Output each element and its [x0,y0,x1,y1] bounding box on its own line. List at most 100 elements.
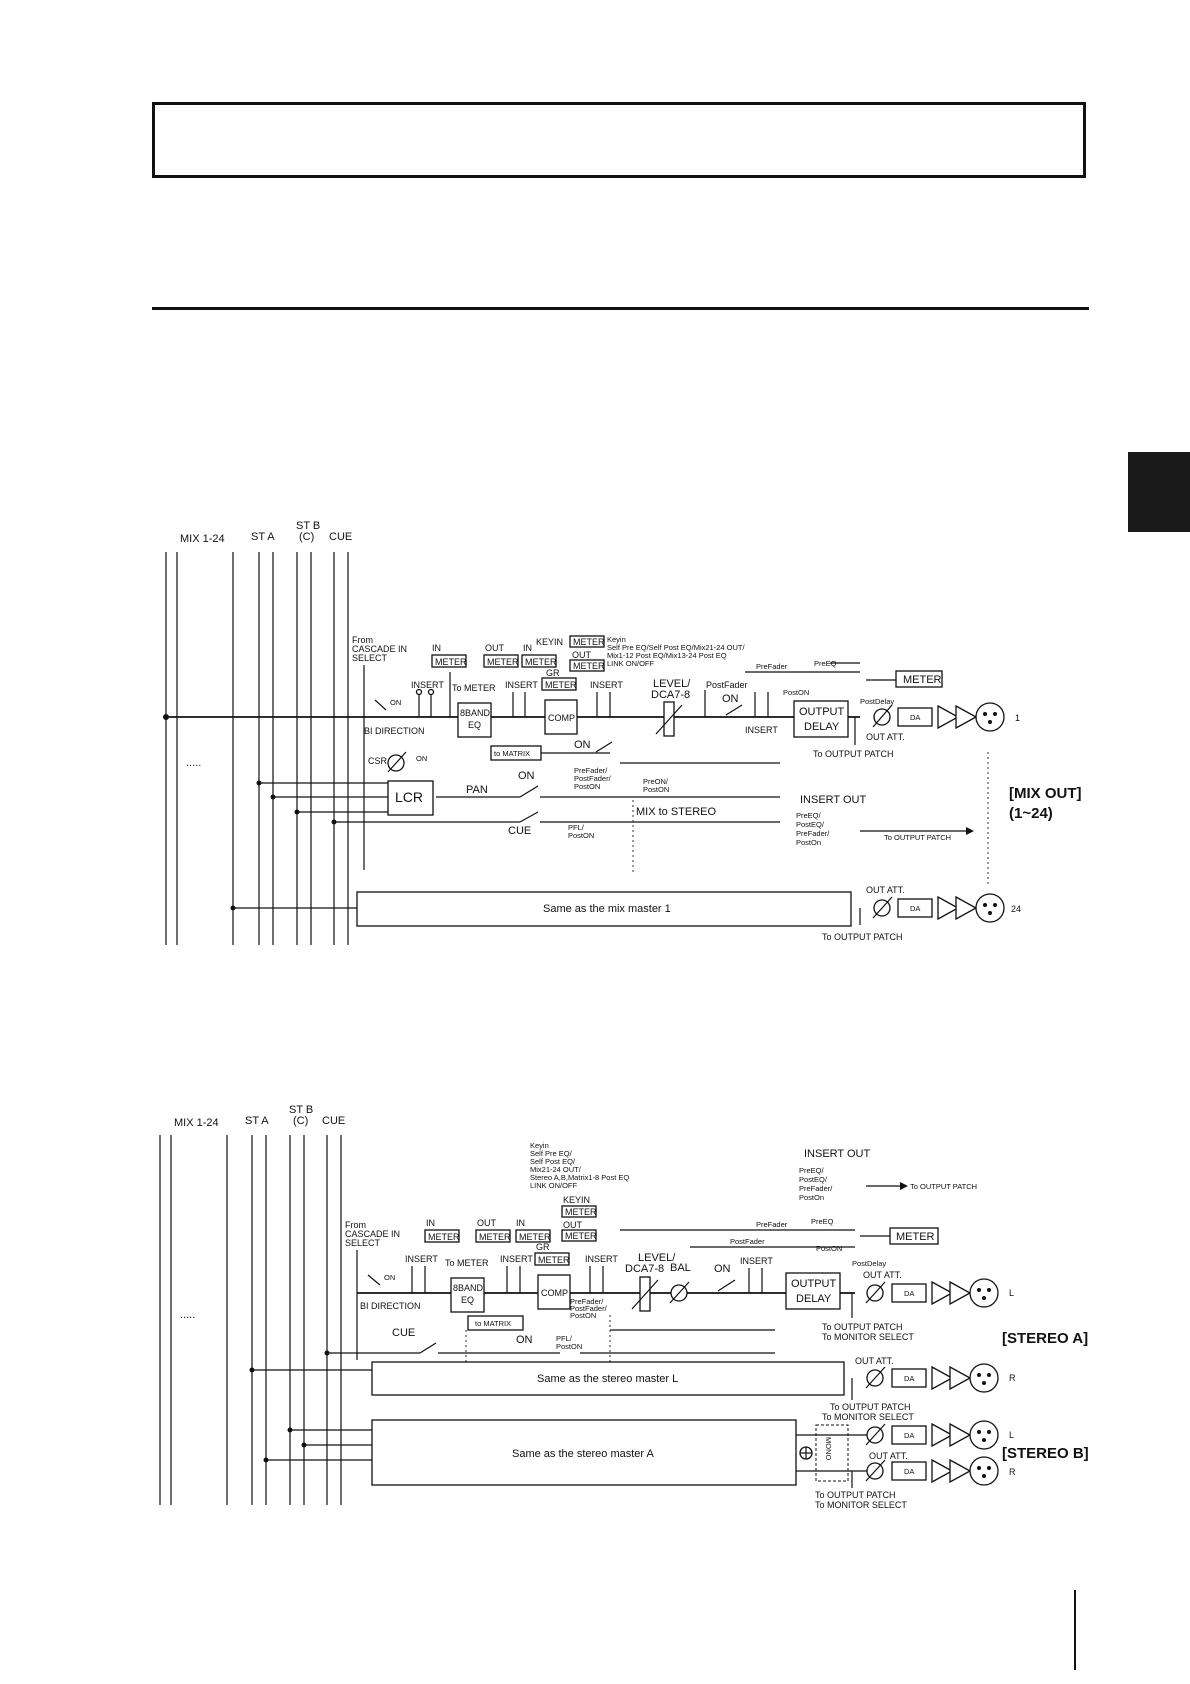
eq-label-1: 8BAND [460,708,491,718]
st-master-r-block [371,1361,845,1396]
mix-to-stereo-label: MIX to STEREO [636,806,717,818]
st-pfl-2: PostON [556,1342,582,1351]
st-cascade-on: ON [384,1273,395,1282]
bi-direction: BI DIRECTION [364,726,425,736]
st-output-delay-2: DELAY [796,1293,832,1305]
level-label-1: LEVEL/ [653,678,691,690]
mix-master-block-diagram: MIX 1-24 ST A ST B (C) CUE ..... From CA… [163,520,1082,945]
out-att-24-label: OUT ATT. [866,885,905,895]
lcr-block [387,780,434,816]
st-patch-a-2: To MONITOR SELECT [822,1332,914,1342]
eq-label-2: EQ [468,720,481,730]
insert-out-src-1: PreEQ/ [796,811,822,820]
st-bi-direction: BI DIRECTION [360,1301,421,1311]
out-att-label: OUT ATT. [866,732,905,742]
bus-taps [256,780,520,825]
keyin-text-3: Mix1-12 Post EQ/Mix13-24 Post EQ [607,651,727,660]
channel-on-label: ON [722,693,739,705]
st-patch-ar-2: To MONITOR SELECT [822,1412,914,1422]
keyin-text-4: LINK ON/OFF [607,659,655,668]
out-number-1: 1 [1015,713,1020,723]
same-as-stereo-a: Same as the stereo master A [512,1448,655,1460]
meter-big-box [895,670,943,688]
st-meter-big-label: METER [896,1231,935,1243]
st-eq-1: 8BAND [453,1283,484,1293]
st-master-b-block [371,1419,797,1486]
comp-label: COMP [548,713,575,723]
st-to-matrix-box [467,1315,524,1331]
insert-out-patch: To OUTPUT PATCH [884,833,951,842]
st-comp-label: COMP [541,1288,568,1298]
poston-tap: PostON [783,688,809,697]
bus-lines [165,552,349,945]
pfl-2: PostON [568,831,594,840]
st-out-att-l-label: OUT ATT. [863,1270,902,1280]
st-keyin-text-2: Self Pre EQ/ [530,1149,573,1158]
pan-label: PAN [466,784,488,796]
bus-label-cue: CUE [329,531,352,543]
insert-out-src-4: PostOn [796,838,821,847]
insert-out-src-2: PostEQ/ [796,820,825,829]
comp-block [544,699,578,735]
st-to-meter: To METER [445,1258,489,1268]
stereo-on-label: ON [518,770,535,782]
keyin-text-1: Keyin [607,635,626,644]
stereo-master-block-diagram: MIX 1-24 ST A ST B (C) CUE ..... Keyin S… [159,1104,1089,1510]
st-insert-out-src-1: PreEQ/ [799,1166,825,1175]
cascade-on: ON [390,698,401,707]
st-da-b-r: DA [904,1467,914,1476]
out-meter-label: OUT [485,643,505,653]
preeq-tap: PreEQ [814,659,837,668]
st-matrix-src-1: PreFader/ [570,1297,604,1306]
insert-4-label: INSERT [745,725,778,735]
in-meter-2-box: METER [525,657,557,667]
matrix-src-3: PostON [574,782,600,791]
insert-1-label: INSERT [411,680,444,690]
in-meter-label: IN [432,643,441,653]
st-bus-label-cue: CUE [322,1115,345,1127]
st-out-label: OUT [477,1218,497,1228]
st-insert-out-patch: To OUTPUT PATCH [910,1182,977,1191]
bus-label-stb-c: (C) [299,531,314,543]
st-da-l: DA [904,1289,914,1298]
to-meter-label: To METER [452,683,496,693]
same-as-stereo-l: Same as the stereo master L [537,1373,678,1385]
to-matrix-label: to MATRIX [494,749,530,758]
pre-on-2: PostON [643,785,669,794]
mono-label: MONO [824,1437,833,1460]
st-insert-3: INSERT [585,1254,618,1264]
comp-out-label: OUT [572,650,592,660]
st-keyin-text-5: Stereo A,B,Matrix1-8 Post EQ [530,1173,629,1182]
st-insert-out-src-4: PostOn [799,1193,824,1202]
st-insert-2: INSERT [500,1254,533,1264]
st-keyin-text-1: Keyin [530,1141,549,1150]
page-edge-mark [1074,1590,1076,1670]
st-cascade-3: SELECT [345,1238,381,1248]
st-xlr-a-r [969,1363,999,1393]
csr-on: ON [416,754,427,763]
insert-3-label: INSERT [590,680,623,690]
st-patch-a-1: To OUTPUT PATCH [822,1322,903,1332]
st-insert-4: INSERT [740,1256,773,1266]
st-bus-lines [159,1135,342,1505]
gr-label: GR [546,668,560,678]
st-bus-label-sta: ST A [245,1115,269,1127]
st-xlr-b-r [969,1456,999,1486]
da-label: DA [910,713,920,722]
keyin-label: KEYIN [536,637,563,647]
da-block [897,707,933,727]
output-delay-block [793,700,849,738]
st-a-l-label: L [1009,1288,1014,1298]
st-patch-ar-1: To OUTPUT PATCH [830,1402,911,1412]
st-comp-block [537,1274,571,1310]
st-insert-1: INSERT [405,1254,438,1264]
st-out-att-b-label: OUT ATT. [869,1451,908,1461]
st-postdelay-tap: PostDelay [852,1259,886,1268]
bus-label-mix: MIX 1-24 [180,533,225,545]
st-bus-label-stb: ST B [289,1104,313,1116]
st-in-meter: METER [428,1232,460,1242]
stereo-b-label: [STEREO B] [1002,1445,1089,1462]
mono-switch-box [815,1424,849,1482]
mix-out-label-1: [MIX OUT] [1009,785,1082,802]
st-gr-label: GR [536,1242,550,1252]
